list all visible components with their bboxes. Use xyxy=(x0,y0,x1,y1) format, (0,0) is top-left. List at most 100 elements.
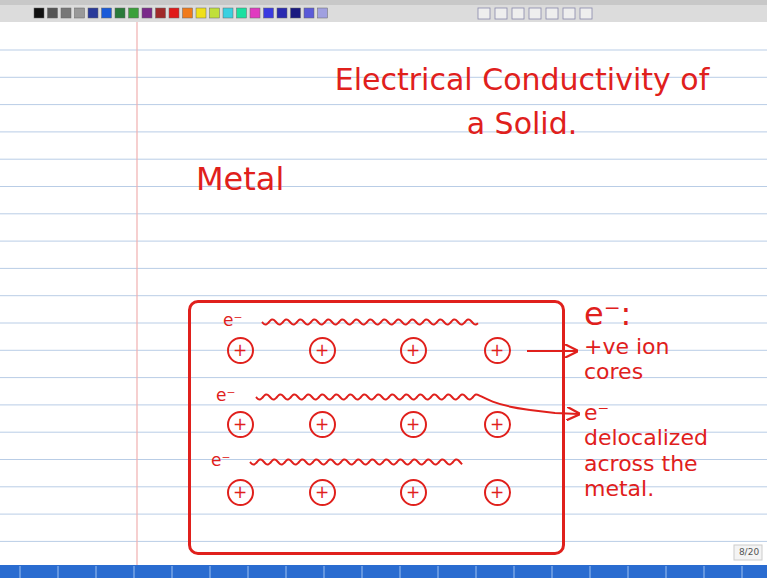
ion-core-circle: + xyxy=(227,337,254,364)
palette-swatch xyxy=(196,8,206,18)
color-palette xyxy=(34,8,328,18)
bottom-tick xyxy=(324,566,325,578)
bottom-ticks xyxy=(20,566,742,578)
ion-core-circle: + xyxy=(400,337,427,364)
ion-charge: + xyxy=(490,416,504,433)
ion-core-circle: + xyxy=(484,337,511,364)
metal-lattice-box: Metale⁻e⁻e⁻++++++++++++ xyxy=(188,300,565,555)
tool-icon xyxy=(529,8,541,19)
ruled-line xyxy=(0,268,767,269)
bottom-tick xyxy=(362,566,363,578)
page-title: Electrical Conductivity of a Solid. xyxy=(322,58,722,145)
tool-icons xyxy=(478,8,592,19)
bottom-tick xyxy=(210,566,211,578)
palette-swatch xyxy=(129,8,139,18)
metal-heading: Metal xyxy=(196,161,284,198)
electron-waves xyxy=(250,319,530,464)
ion-charge: + xyxy=(315,416,329,433)
palette-swatch xyxy=(277,8,287,18)
leader-arrow xyxy=(527,350,577,352)
ruled-line xyxy=(0,241,767,242)
ruled-line xyxy=(0,159,767,160)
palette-swatch xyxy=(156,8,166,18)
ion-core-circle: + xyxy=(484,411,511,438)
bottom-tick xyxy=(96,566,97,578)
ion-charge: + xyxy=(315,342,329,359)
tool-icon xyxy=(563,8,575,19)
ion-core-label: +ve ion cores xyxy=(584,334,704,385)
tool-icon xyxy=(512,8,524,19)
bottom-tick xyxy=(134,566,135,578)
ruled-line xyxy=(0,404,767,405)
bottom-tick xyxy=(20,566,21,578)
ion-charge: + xyxy=(406,484,420,501)
electron-wave xyxy=(250,459,462,464)
ruled-line xyxy=(0,131,767,132)
palette-swatch xyxy=(61,8,71,18)
palette-swatch xyxy=(237,8,247,18)
margin-line xyxy=(136,22,137,565)
ion-core-circle: + xyxy=(227,411,254,438)
palette-swatch xyxy=(34,8,44,18)
ion-charge: + xyxy=(490,342,504,359)
tool-icon xyxy=(495,8,507,19)
ruled-line xyxy=(0,514,767,515)
bottom-tick xyxy=(666,566,667,578)
ruled-line xyxy=(0,377,767,378)
palette-swatch xyxy=(223,8,233,18)
bottom-tick xyxy=(248,566,249,578)
electron-symbol: e⁻ xyxy=(223,311,242,331)
palette-swatch xyxy=(88,8,98,18)
ruled-lines xyxy=(0,50,767,541)
palette-swatch xyxy=(318,8,328,18)
tool-icon xyxy=(478,8,490,19)
tool-icon xyxy=(580,8,592,19)
ruled-line xyxy=(0,50,767,51)
bottom-tick xyxy=(590,566,591,578)
bottom-tick xyxy=(172,566,173,578)
ruled-line xyxy=(0,295,767,296)
bottom-tick xyxy=(514,566,515,578)
ion-core-circle: + xyxy=(309,411,336,438)
bottom-tick xyxy=(58,566,59,578)
bottom-tick xyxy=(400,566,401,578)
ion-charge: + xyxy=(233,342,247,359)
page-number-box xyxy=(734,545,762,560)
palette-swatch xyxy=(169,8,179,18)
bottom-tick xyxy=(286,566,287,578)
electron-symbol: e⁻ xyxy=(211,451,230,471)
palette-swatch xyxy=(115,8,125,18)
palette-swatch xyxy=(183,8,193,18)
electron-wave xyxy=(256,394,530,410)
bottom-bar xyxy=(0,565,767,578)
ion-charge: + xyxy=(490,484,504,501)
electron-symbol: e⁻ xyxy=(216,386,235,406)
ion-core-circle: + xyxy=(400,411,427,438)
tool-icon xyxy=(546,8,558,19)
bottom-tick xyxy=(476,566,477,578)
leader-arrow xyxy=(530,410,579,414)
ion-charge: + xyxy=(233,484,247,501)
palette-swatch xyxy=(210,8,220,18)
ruled-line xyxy=(0,213,767,214)
palette-swatch xyxy=(75,8,85,18)
ion-core-circle: + xyxy=(309,337,336,364)
ruled-line xyxy=(0,541,767,542)
ion-charge: + xyxy=(406,416,420,433)
bottom-tick xyxy=(628,566,629,578)
palette-swatch xyxy=(48,8,58,18)
ruled-line xyxy=(0,323,767,324)
palette-swatch xyxy=(264,8,274,18)
palette-swatch xyxy=(142,8,152,18)
palette-swatch xyxy=(291,8,301,18)
leader-arrows xyxy=(527,351,579,414)
toolbar xyxy=(0,0,767,22)
ruled-line xyxy=(0,186,767,187)
bottom-tick xyxy=(552,566,553,578)
bottom-tick xyxy=(438,566,439,578)
ion-charge: + xyxy=(315,484,329,501)
ion-core-circle: + xyxy=(484,479,511,506)
ion-charge: + xyxy=(233,416,247,433)
menu-bar xyxy=(0,0,767,5)
electron-wave xyxy=(262,319,478,324)
